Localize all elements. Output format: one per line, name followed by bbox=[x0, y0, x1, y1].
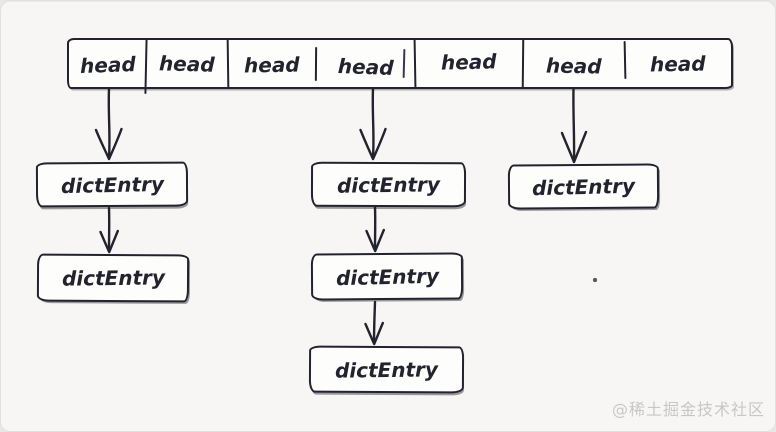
head-label: head bbox=[440, 48, 498, 75]
arrow-bucket1-to-entry bbox=[94, 87, 123, 161]
bucket-cell-3: head bbox=[228, 40, 316, 87]
arrow-bucket4-to-entry bbox=[359, 87, 387, 161]
arrow-entry-to-entry-left bbox=[99, 206, 119, 254]
head-label: head bbox=[79, 51, 136, 78]
watermark: @稀土掘金技术社区 bbox=[611, 400, 765, 419]
head-label: head bbox=[337, 53, 394, 80]
dict-entry-box: dictEntry bbox=[35, 161, 189, 208]
arrow-entry-to-entry-middle-2 bbox=[364, 300, 384, 346]
hash-bucket-table: head head head head head head head bbox=[67, 38, 733, 89]
bucket-cell-4: head bbox=[316, 40, 415, 87]
dict-entry-label: dictEntry bbox=[60, 171, 164, 198]
bucket-cell-5: head bbox=[415, 40, 523, 87]
head-label: head bbox=[545, 53, 602, 78]
dict-entry-box: dictEntry bbox=[36, 253, 190, 303]
bucket-cell-2: head bbox=[146, 40, 228, 87]
head-label: head bbox=[243, 52, 301, 77]
dict-entry-label: dictEntry bbox=[61, 265, 165, 291]
dict-entry-label: dictEntry bbox=[336, 171, 441, 198]
head-label: head bbox=[649, 51, 707, 76]
dict-entry-box: dictEntry bbox=[310, 161, 467, 208]
dict-entry-label: dictEntry bbox=[335, 263, 439, 290]
bucket-cell-7: head bbox=[625, 40, 731, 87]
pen-dot bbox=[593, 278, 597, 282]
bucket-cell-6: head bbox=[523, 40, 625, 87]
dict-entry-box: dictEntry bbox=[308, 345, 465, 394]
arrow-bucket6-to-entry bbox=[560, 87, 588, 164]
head-label: head bbox=[158, 50, 216, 77]
bucket-cell-1: head bbox=[69, 40, 146, 87]
arrow-entry-to-entry-middle-1 bbox=[365, 205, 385, 253]
dict-entry-box: dictEntry bbox=[507, 163, 660, 210]
dict-entry-label: dictEntry bbox=[531, 173, 636, 200]
dict-entry-label: dictEntry bbox=[334, 356, 439, 383]
dict-entry-box: dictEntry bbox=[310, 252, 464, 301]
